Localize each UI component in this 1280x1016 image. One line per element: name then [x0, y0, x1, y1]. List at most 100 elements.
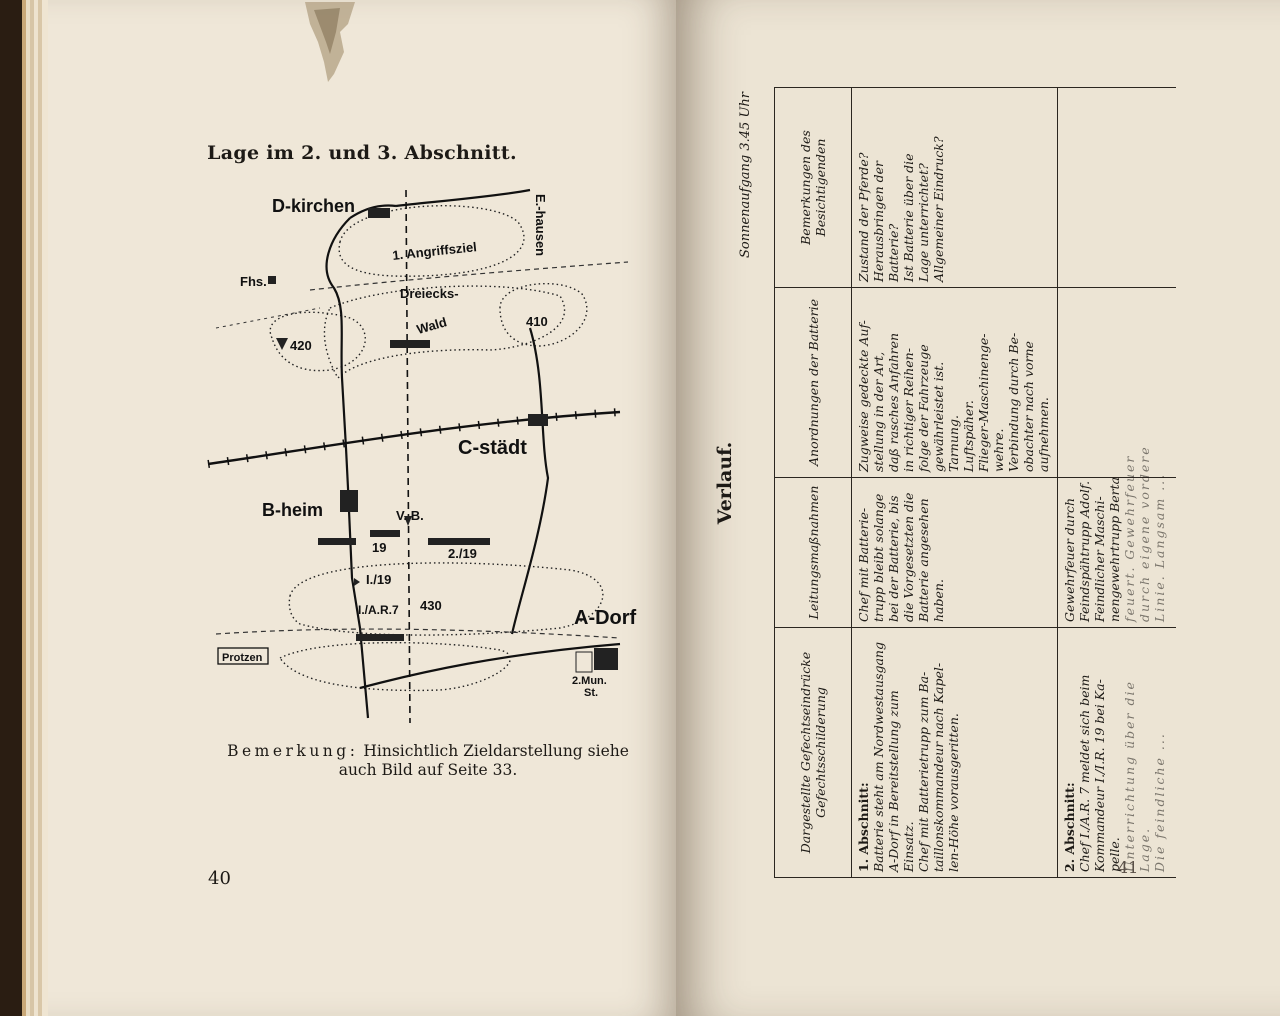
page-number-left: 40	[208, 868, 231, 889]
unit-bar-forest	[390, 340, 430, 348]
railway-ticks	[207, 408, 621, 468]
cell-r1-c3: Zugweise gedeckte Auf- stellung in der A…	[851, 287, 1058, 478]
label-ar7: I./A.R.7	[358, 603, 399, 617]
verlauf-table: Dargestellte Gefechtseindrücke Gefechtss…	[774, 87, 1176, 878]
road-ehausen	[395, 188, 531, 208]
village-dkirchen	[368, 208, 390, 218]
page-tear	[305, 2, 355, 82]
hill-angriffsziel	[338, 205, 525, 277]
col-header-anordnungen: Anordnungen der Batterie	[774, 287, 852, 478]
label-vb: V. B.	[396, 508, 424, 523]
mun-st-box	[575, 651, 593, 673]
text-line: bei der Batterie, bis	[886, 495, 901, 622]
text-line: feuert. Gewehrfeuer	[1122, 454, 1137, 622]
text-line: len-Höhe vorausgeritten.	[946, 713, 961, 872]
text-line: Feindlicher Maschi-	[1092, 496, 1107, 622]
text-line: Die feindliche ...	[1152, 732, 1167, 872]
text-line: Gewehrfeuer durch	[1062, 497, 1077, 622]
road-adorf	[359, 642, 621, 690]
text-line: wehre.	[991, 428, 1006, 473]
remark-text: Hinsichtlich Zieldarstellung siehe auch …	[338, 742, 629, 779]
text-line: Allgemeiner Eindruck?	[931, 136, 946, 282]
village-bheim	[340, 490, 358, 512]
cell-r2-c3	[1057, 287, 1176, 478]
protzen-box	[217, 647, 269, 665]
text-line: daß rasches Anfahren	[886, 332, 901, 472]
label-a-dorf: A-Dorf	[574, 607, 637, 629]
position-marker-420	[276, 338, 288, 350]
cell-r1-c1: 1. Abschnitt: Batterie steht am Nordwest…	[851, 627, 1058, 878]
text-line: obachter nach vorne	[1021, 341, 1036, 472]
left-page	[48, 0, 676, 1016]
road-bheim-south	[346, 487, 370, 719]
text-line: durch eigene vordere	[1137, 445, 1152, 622]
text-line: Batterie steht am Nordwestausgang	[871, 642, 886, 872]
boundary-north	[309, 261, 629, 291]
text-line: Verbindung durch Be-	[1006, 332, 1021, 472]
label-angriffsziel: 1. Angriffsziel	[392, 239, 478, 263]
text-line: Herausbringen der	[871, 160, 886, 282]
label-d-kirchen: D-kirchen	[272, 196, 355, 216]
axis-line	[405, 189, 411, 724]
text-line: Lage.	[1137, 826, 1152, 872]
unit-bar-2	[370, 530, 400, 537]
unit-bar-3	[428, 538, 490, 545]
text-line: Luftspäher.	[961, 400, 976, 472]
text-line: Ist Batterie über die	[901, 153, 916, 282]
text-line: taillonskommandeur nach Kapel-	[931, 662, 946, 872]
verlauf-heading: Verlauf.	[714, 441, 736, 525]
text-line: trupp bleibt solange	[871, 493, 886, 622]
text-line: gewährleistet ist.	[931, 361, 946, 472]
village-adorf	[594, 648, 618, 670]
text-line: pelle.	[1107, 837, 1122, 872]
text-line: stellung in der Art,	[871, 351, 886, 472]
text-line: Zustand der Pferde?	[856, 152, 871, 282]
text-line: folge der Fahrzeuge	[916, 344, 931, 472]
table-row-2: 2. Abschnitt: Chef I./A.R. 7 meldet sich…	[1057, 87, 1176, 878]
boundary-south	[215, 628, 621, 639]
text-line: Unterrichtung über die	[1122, 680, 1137, 872]
text-line: in richtiger Reihen-	[901, 348, 916, 472]
flag-marker	[354, 578, 360, 586]
label-mun-st-1: 2.Mun.	[572, 675, 607, 687]
label-dreiecks: Dreiecks-	[400, 286, 459, 301]
text-line: haben.	[931, 579, 946, 622]
label-430: 430	[420, 598, 442, 613]
text-line: Flieger-Maschinenge-	[976, 333, 991, 472]
cell-r1-c4: Zustand der Pferde? Herausbringen der Ba…	[851, 87, 1058, 288]
text-line: aufnehmen.	[1036, 397, 1051, 472]
map-title: Lage im 2. und 3. Abschnitt.	[207, 142, 517, 164]
railway	[207, 410, 621, 466]
table-header-row: Dargestellte Gefechtseindrücke Gefechtss…	[774, 87, 852, 878]
col-header-bemerkungen: Bemerkungen des Besichtigenden	[774, 87, 852, 288]
unit-bar-1	[318, 538, 356, 545]
remark-label: Bemerkung:	[227, 742, 359, 760]
road-north	[325, 217, 351, 489]
label-protzen: Protzen	[222, 652, 263, 664]
village-cstaedt	[528, 414, 548, 426]
forest-edge	[323, 285, 566, 380]
vb-marker	[404, 516, 412, 526]
sunrise-note: Sonnenaufgang 3.45 Uhr	[738, 92, 753, 258]
col-header-gefechtsschilderung: Dargestellte Gefechtseindrücke Gefechtss…	[774, 627, 852, 878]
section-2-label: 2. Abschnitt:	[1062, 782, 1077, 872]
cell-r2-c4	[1057, 87, 1176, 288]
label-e-hausen: E.-hausen	[533, 194, 548, 256]
text-line: Batterie?	[886, 223, 901, 282]
cell-r1-c2: Chef mit Batterie- trupp bleibt solange …	[851, 477, 1058, 628]
label-2-19: 2./19	[448, 546, 477, 561]
table-row-1: 1. Abschnitt: Batterie steht am Nordwest…	[851, 87, 1058, 878]
text-line: Tarnung.	[946, 415, 961, 472]
text-line: Batterie angesehen	[916, 498, 931, 622]
label-420: 420	[290, 338, 312, 353]
label-mun-st-2: St.	[584, 687, 598, 699]
rotated-table-area: Verlauf. Sonnenaufgang 3.45 Uhr Dargeste…	[714, 87, 1176, 878]
text-line: nengewehrtrupp Berta	[1107, 476, 1122, 622]
text-line: Einsatz.	[901, 821, 916, 872]
road-east	[510, 327, 550, 635]
text-line: Chef mit Batterie-	[856, 507, 871, 622]
text-line: Lage unterrichtet?	[916, 163, 931, 282]
label-410: 410	[526, 314, 548, 329]
label-c-staedt: C-städt	[458, 437, 527, 459]
col-header-leitungsmassnahmen: Leitungsmaßnahmen	[774, 477, 852, 628]
